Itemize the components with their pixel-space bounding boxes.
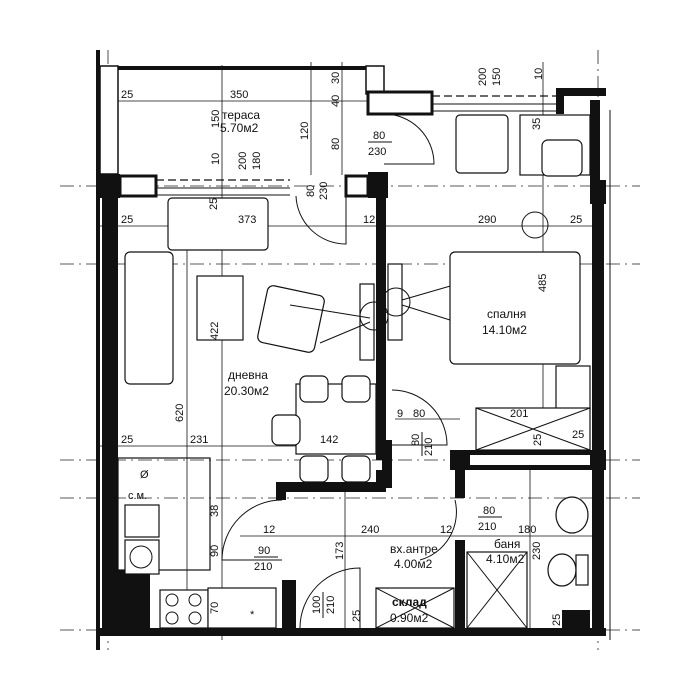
dim-label: 80: [330, 138, 342, 150]
room-labels: тераса 5.70м2 дневна 20.30м2 спалня 14.1…: [128, 108, 527, 625]
door-width: 80: [305, 185, 317, 197]
dim-label: 30: [330, 72, 342, 84]
doors: [221, 113, 457, 629]
door-width: 90: [258, 545, 270, 557]
walls: [96, 50, 611, 650]
dim-label: 25: [532, 434, 544, 446]
dim-label: 25: [121, 434, 133, 446]
dim-label: 180: [518, 524, 536, 536]
dim-label: 35: [531, 118, 543, 130]
dim-label: 40: [330, 95, 342, 107]
dim-label: 200: [237, 152, 249, 170]
dim-label: 38: [209, 505, 221, 517]
dim-label: 25: [121, 89, 133, 101]
terrace-area: 5.70м2: [220, 121, 259, 135]
storage-name: склад: [392, 595, 427, 609]
bath-area: 4.10м2: [486, 552, 525, 566]
door-width: 80: [410, 434, 422, 446]
door-width: 80: [483, 505, 495, 517]
hall-name: вх.антре: [390, 542, 438, 556]
dim-label: 12: [363, 214, 375, 226]
dim-label: 12: [440, 524, 452, 536]
dim-label: 180: [251, 152, 263, 170]
door-width: 100: [311, 596, 323, 614]
dim-label: 373: [238, 214, 256, 226]
dim-label: 201: [510, 408, 528, 420]
dim-label: 80: [413, 408, 425, 420]
furniture: * Ø: [124, 114, 591, 629]
dim-label: 142: [320, 434, 338, 446]
dim-label: 12: [263, 524, 275, 536]
dim-label: 422: [209, 322, 221, 340]
dim-label: 70: [209, 602, 221, 614]
living-name: дневна: [228, 368, 268, 382]
dim-label: 10: [210, 153, 222, 165]
freezer-symbol: *: [250, 609, 255, 621]
door-height: 210: [325, 596, 337, 614]
storage-area: 0.90м2: [390, 611, 429, 625]
washer-label: с.м.: [128, 490, 147, 502]
door-height: 210: [254, 561, 272, 573]
dim-label: 290: [478, 214, 496, 226]
dim-label: 25: [208, 198, 220, 210]
dim-label: 350: [230, 89, 248, 101]
bedroom-area: 14.10м2: [482, 323, 527, 337]
dim-label: 25: [551, 614, 563, 626]
dimension-labels: 25 350 150 120 30 40 80 10 200 180 80 23…: [121, 68, 584, 626]
bath-name: баня: [494, 537, 520, 551]
door-height: 210: [478, 521, 496, 533]
door-width: 80: [373, 130, 385, 142]
dim-label: 150: [491, 68, 503, 86]
door-height: 230: [318, 182, 330, 200]
dim-label: 25: [121, 214, 133, 226]
dim-label: 231: [190, 434, 208, 446]
bedroom-name: спалня: [487, 307, 526, 321]
dim-label: 10: [533, 68, 545, 80]
terrace-name: тераса: [222, 108, 260, 122]
dim-label: 200: [477, 68, 489, 86]
dim-label: 240: [361, 524, 379, 536]
dim-label: 150: [210, 110, 222, 128]
living-area: 20.30м2: [224, 384, 269, 398]
dim-label: 90: [209, 545, 221, 557]
dim-label: 9: [397, 408, 403, 420]
dim-label: 25: [570, 214, 582, 226]
door-height: 230: [368, 146, 386, 158]
dim-label: 620: [174, 404, 186, 422]
dim-label: 120: [299, 122, 311, 140]
door-height: 210: [423, 438, 435, 456]
dim-label: 230: [531, 542, 543, 560]
diameter-symbol: Ø: [140, 469, 149, 481]
dim-label: 173: [334, 542, 346, 560]
dim-label: 485: [537, 274, 549, 292]
dim-label: 25: [572, 429, 584, 441]
hall-area: 4.00м2: [394, 557, 433, 571]
dim-label: 25: [351, 610, 363, 622]
